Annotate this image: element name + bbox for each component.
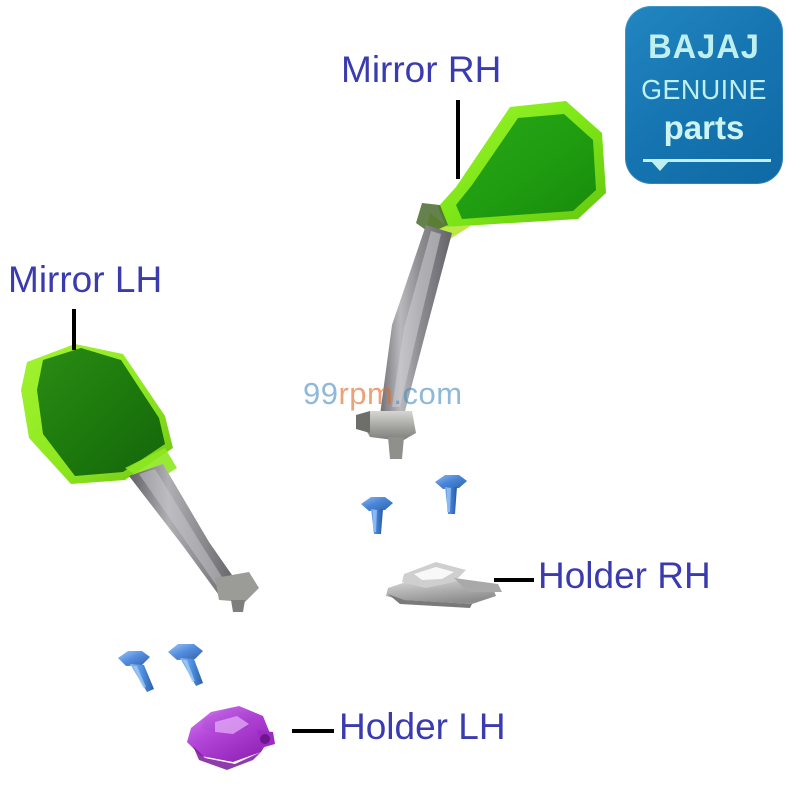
brand-underline-rule — [643, 159, 771, 162]
bajaj-genuine-parts-logo: BAJAJ GENUINE parts — [625, 6, 783, 184]
brand-name-text: BAJAJ — [648, 28, 760, 66]
holder-lh-shadow — [193, 746, 261, 770]
leader-line-mirror-rh — [456, 100, 460, 179]
callout-label-holder-lh: Holder LH — [339, 706, 506, 747]
mirror-lh-end-boss — [215, 572, 259, 602]
bolt-lh-2 — [168, 644, 203, 686]
mirror-lh-stem-highlight — [139, 469, 229, 592]
callout-label-mirror-lh: Mirror LH — [8, 259, 163, 300]
part-mirror-rh[interactable] — [330, 85, 630, 465]
leader-line-holder-rh — [494, 578, 534, 582]
bolts-rh-group[interactable] — [355, 470, 475, 540]
mirror-rh-stem-highlight — [392, 231, 441, 407]
bolt-rh-2 — [435, 475, 467, 514]
part-mirror-lh[interactable] — [5, 320, 275, 612]
watermark-part-b: rpm — [338, 376, 394, 411]
leader-line-mirror-lh — [72, 309, 76, 350]
mirror-rh-base-tab — [356, 411, 370, 433]
part-holder-rh[interactable] — [380, 548, 510, 620]
mirror-lh-face — [37, 348, 165, 476]
callout-label-mirror-rh: Mirror RH — [341, 49, 502, 90]
mirror-rh-pivot — [416, 203, 448, 233]
part-holder-lh[interactable] — [175, 694, 295, 776]
callout-label-holder-rh: Holder RH — [538, 555, 711, 596]
holder-rh-shadow — [388, 594, 472, 608]
brand-chevron-icon — [651, 161, 669, 171]
mirror-lh-end-stud — [231, 600, 245, 612]
bolt-rh-1 — [361, 497, 393, 534]
mirror-rh-base — [362, 411, 416, 441]
bolt-lh-1 — [118, 651, 154, 692]
leader-line-holder-lh — [292, 729, 334, 733]
site-watermark: 99rpm.com — [303, 378, 463, 409]
watermark-part-a: 99 — [303, 376, 339, 411]
mirror-rh-base-stud — [388, 437, 404, 459]
holder-rh-clamp-hole — [414, 567, 454, 580]
bolts-lh-group[interactable] — [110, 636, 230, 711]
mirror-rh-face — [456, 114, 596, 219]
holder-lh-bolt-hole — [260, 734, 270, 744]
holder-lh-highlight — [215, 716, 249, 734]
holder-rh-arm — [454, 578, 502, 592]
brand-parts-text: parts — [663, 109, 745, 146]
brand-genuine-text: GENUINE — [641, 74, 767, 105]
watermark-part-c: .com — [393, 376, 463, 411]
